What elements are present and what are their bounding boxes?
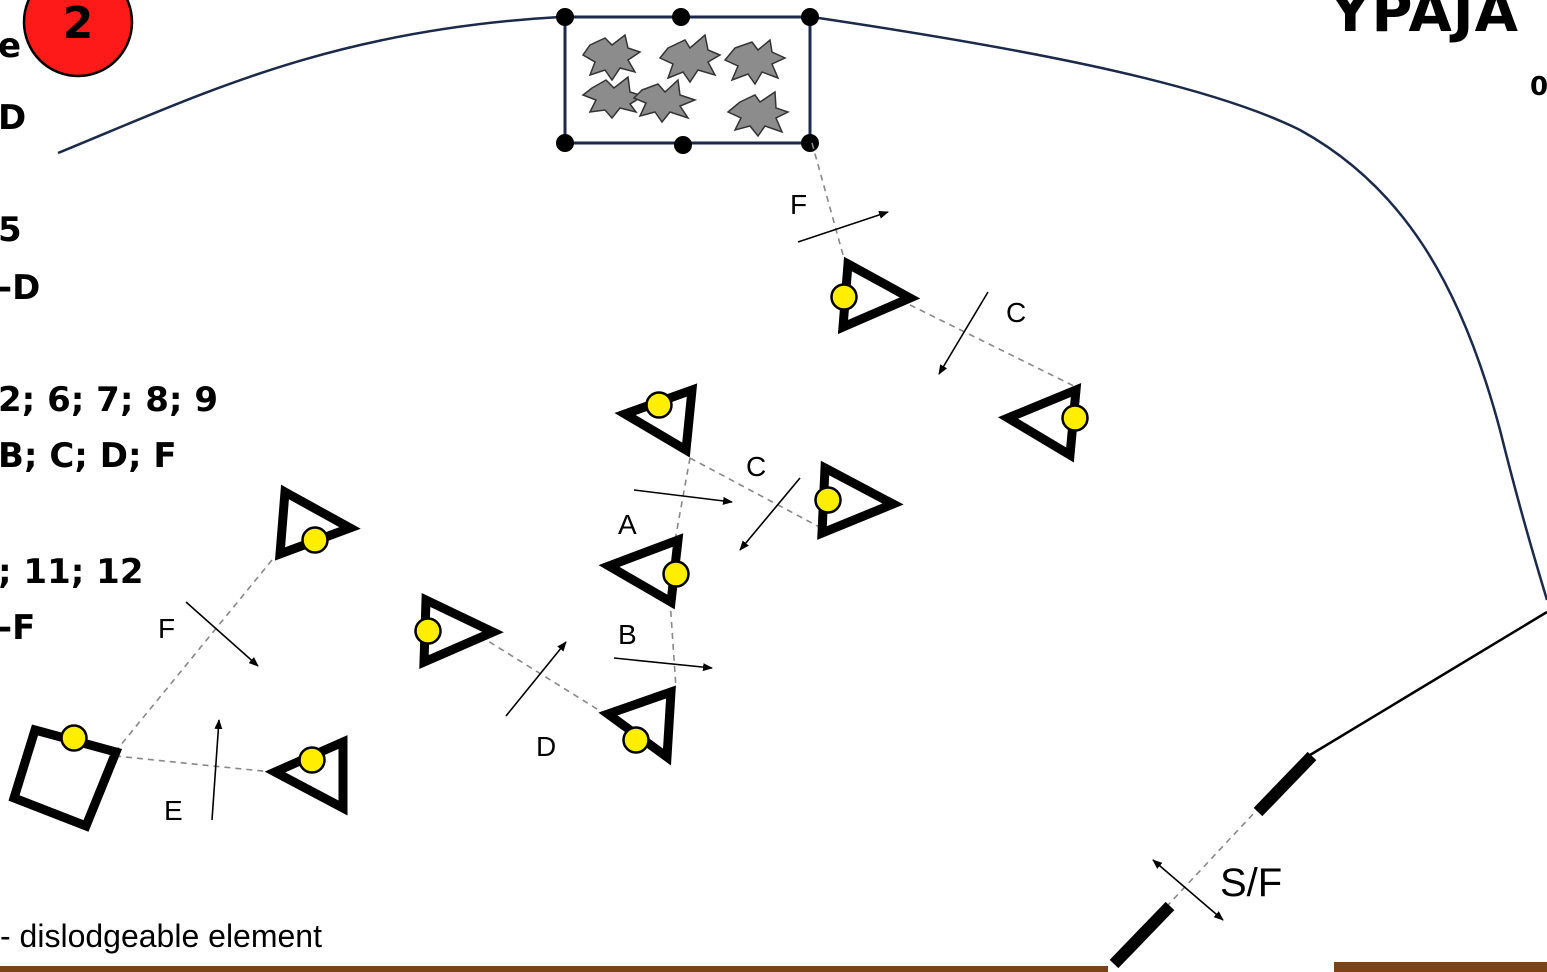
arena-boundary — [57, 15, 1547, 601]
arrow-d — [505, 641, 567, 717]
label-f-left: F — [158, 613, 175, 644]
course-number-badge: 2 — [22, 0, 134, 78]
label-b: B — [618, 619, 637, 650]
svg-text:2: 2 — [63, 0, 94, 49]
dashed-lines — [114, 142, 1284, 936]
arrow-c-middle — [739, 477, 801, 551]
label-c-right: C — [1006, 297, 1026, 328]
info-line-1: e — [0, 26, 22, 66]
direction-arrows — [185, 211, 1224, 921]
label-f-top: F — [790, 189, 807, 220]
arena-entry-line — [1309, 610, 1547, 757]
footer-bar — [0, 966, 1108, 972]
label-start-finish: S/F — [1220, 861, 1282, 905]
legend-text: - dislodgeable element — [0, 918, 322, 954]
info-line-4: -D — [0, 268, 41, 308]
arrow-start-finish — [1152, 859, 1224, 921]
info-line-2: D — [0, 98, 27, 138]
jump-square — [8, 724, 123, 832]
page-subtitle: 0 — [1530, 72, 1547, 102]
arrow-e — [211, 719, 223, 821]
info-line-7: ; 11; 12 — [0, 552, 144, 592]
arrow-f-top — [797, 211, 889, 243]
start-finish-flags — [1109, 751, 1317, 969]
label-a: A — [618, 509, 637, 540]
footer-bar-right — [1334, 962, 1547, 972]
dislodgeable-markers — [60, 283, 1089, 774]
arrow-a — [633, 489, 733, 505]
info-line-8: -F — [0, 608, 36, 648]
bush-obstacle — [556, 8, 819, 154]
arrow-c-right — [938, 291, 989, 375]
info-line-5: 2; 6; 7; 8; 9 — [0, 380, 219, 420]
page-title: YPAJA — [1330, 0, 1519, 45]
label-d: D — [536, 731, 556, 762]
arrow-b — [613, 657, 713, 672]
info-line-6: B; C; D; F — [0, 436, 177, 476]
info-line-3: 5 — [0, 210, 22, 250]
arrow-f-left — [185, 601, 259, 667]
label-c-middle: C — [746, 451, 766, 482]
label-e: E — [164, 795, 183, 826]
